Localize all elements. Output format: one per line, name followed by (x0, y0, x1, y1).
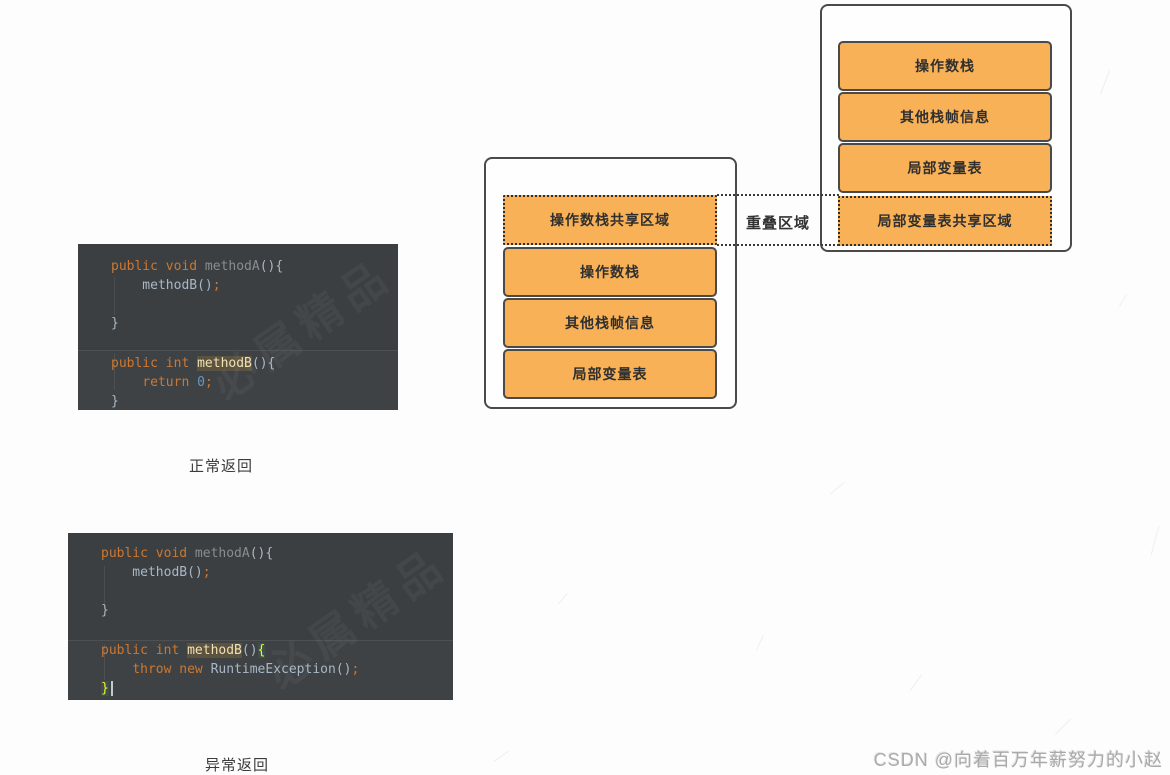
stack-box-shared-region: 操作数栈共享区域 (503, 195, 717, 245)
texture-scratch (1054, 718, 1072, 735)
indent-guide (104, 566, 105, 604)
overlap-region-label: 重叠区域 (745, 215, 810, 232)
code-line (111, 295, 398, 314)
code-section-methodA: public void methodA(){ methodB(); } (68, 533, 453, 640)
code-token: methodB (187, 643, 242, 658)
stack-box-shared-region: 局部变量表共享区域 (838, 196, 1052, 246)
code-line: methodB(); (111, 276, 398, 295)
code-token: } (101, 681, 109, 696)
code-line: } (101, 601, 453, 620)
stack-box-region: 其他栈帧信息 (838, 92, 1052, 142)
texture-scratch (558, 592, 568, 605)
code-token: 0 (197, 375, 205, 390)
stack-box-region: 操作数栈 (503, 247, 717, 297)
code-token: methodA (194, 546, 250, 561)
stack-box-region: 局部变量表 (838, 143, 1052, 193)
code-line: } (111, 392, 398, 410)
code-token: ; (351, 662, 360, 677)
stack-frame-methodA: 操作数栈其他栈帧信息局部变量表局部变量表共享区域 (820, 4, 1072, 252)
code-line (101, 582, 453, 601)
texture-scratch (829, 482, 845, 495)
code-line: throw new RuntimeException(); (101, 660, 453, 679)
code-line: public int methodB(){ (101, 641, 453, 660)
indent-guide (114, 354, 115, 390)
code-token: } (111, 316, 119, 331)
code-token (111, 375, 142, 390)
code-line: } (101, 679, 453, 698)
code-token: public void (101, 546, 195, 561)
stack-box-region: 局部变量表 (503, 349, 717, 399)
code-token (101, 662, 132, 677)
code-line: public int methodB(){ (111, 354, 398, 373)
code-block-exception-return: public void methodA(){ methodB(); } publ… (68, 533, 453, 700)
texture-scratch (756, 635, 764, 650)
code-line: public void methodA(){ (101, 544, 453, 563)
code-line: public void methodA(){ (111, 257, 398, 276)
texture-scratch (1150, 525, 1160, 556)
code-token: methodB() (111, 278, 213, 293)
code-token: } (111, 394, 119, 409)
indent-guide (114, 277, 115, 315)
stack-box-region: 其他栈帧信息 (503, 298, 717, 348)
overlap-connector-bottom-line (717, 244, 839, 246)
texture-scratch (1119, 294, 1127, 307)
code-token: methodA (204, 259, 260, 274)
caption-normal-return: 正常返回 (189, 458, 254, 475)
caption-exception-return: 异常返回 (205, 757, 270, 774)
texture-scratch (909, 674, 923, 691)
code-section-methodB: public int methodB(){ return 0;} (78, 350, 398, 410)
code-line: methodB(); (101, 563, 453, 582)
code-token: () (241, 643, 258, 658)
code-token: ; (204, 375, 213, 390)
stack-box-region: 操作数栈 (838, 41, 1052, 91)
csdn-author-watermark: CSDN @向着百万年薪努力的小赵 (873, 750, 1163, 770)
code-token: ; (202, 565, 211, 580)
code-token: public int (111, 356, 198, 371)
code-line: return 0; (111, 373, 398, 392)
code-token: RuntimeException() (210, 662, 352, 677)
code-token: } (101, 603, 109, 618)
code-token: methodB (197, 356, 252, 371)
code-token: { (257, 643, 266, 658)
code-block-normal-return: public void methodA(){ methodB(); } publ… (78, 244, 398, 410)
code-line: } (111, 314, 398, 333)
code-token: public void (111, 259, 205, 274)
texture-scratch (493, 750, 509, 763)
code-token: throw new (132, 662, 211, 677)
code-token: public int (101, 643, 188, 658)
stack-frame-methodB: 操作数栈共享区域操作数栈其他栈帧信息局部变量表 (484, 157, 737, 409)
code-token: (){ (251, 356, 276, 371)
code-section-methodA: public void methodA(){ methodB(); } (78, 244, 398, 350)
code-section-methodB: public int methodB(){ throw new RuntimeE… (68, 640, 453, 700)
code-token: ; (212, 278, 221, 293)
text-caret (110, 681, 113, 696)
code-token: (){ (259, 259, 284, 274)
indent-guide (104, 644, 105, 680)
texture-scratch (1100, 70, 1110, 95)
code-token: (){ (249, 546, 274, 561)
code-token: return (142, 375, 198, 390)
code-token: methodB() (101, 565, 203, 580)
overlap-connector-top-line (717, 194, 839, 196)
